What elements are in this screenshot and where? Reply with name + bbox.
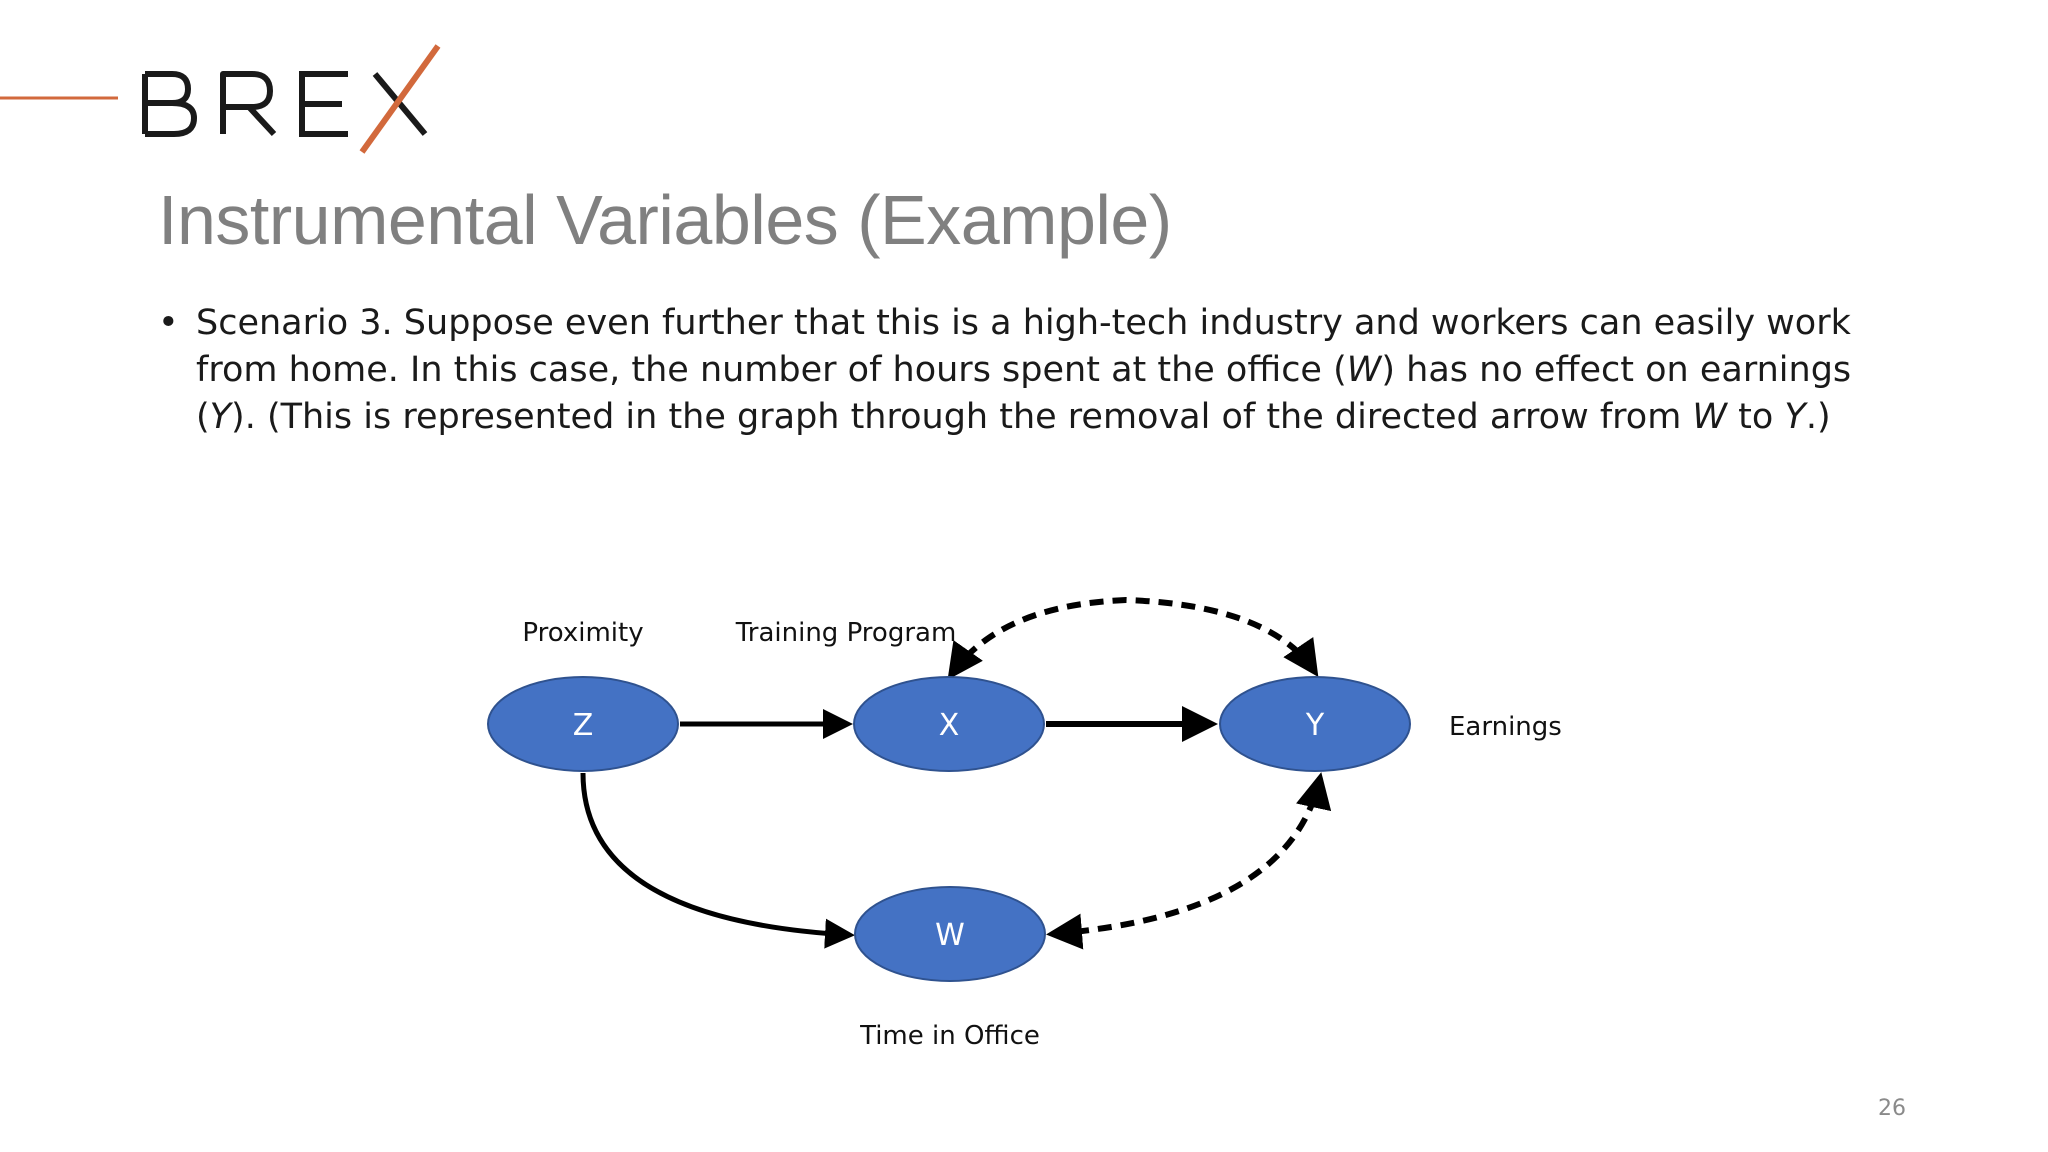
node-w-label: W [935, 918, 965, 953]
bullet-text-part: ). (This is represented in the graph thr… [231, 397, 1693, 437]
node-y-label: Y [1305, 708, 1325, 743]
variable-y: Y [1784, 397, 1806, 437]
bullet-text-part: Scenario 3. Suppose even further that th… [196, 303, 1851, 390]
variable-w: W [1346, 350, 1382, 390]
brex-logo [0, 44, 441, 154]
caption-training-program: Training Program [735, 618, 957, 648]
node-y: Y [1219, 676, 1411, 772]
variable-w: W [1692, 397, 1728, 437]
caption-proximity: Proximity [522, 618, 643, 648]
edge-x-y-dashed [947, 596, 1319, 680]
bullet-point: • Scenario 3. Suppose even further that … [158, 300, 1898, 441]
bullet-text-part: to [1727, 397, 1785, 437]
bullet-text: Scenario 3. Suppose even further that th… [196, 300, 1898, 441]
edge-z-w [580, 772, 855, 949]
bullet-text-part: .) [1805, 397, 1831, 437]
edge-w-y-dashed [1046, 772, 1332, 950]
node-z: Z [487, 676, 679, 772]
caption-time-in-office: Time in Office [859, 1021, 1040, 1051]
node-z-label: Z [573, 708, 594, 743]
node-x-label: X [939, 708, 960, 743]
variable-y: Y [209, 397, 232, 437]
node-w: W [854, 886, 1046, 982]
caption-earnings: Earnings [1449, 712, 1562, 742]
bullet-text-part: ) has no effect on earnings ( [196, 350, 1852, 437]
slide-title: Instrumental Variables (Example) [158, 181, 1172, 259]
bullet-marker: • [158, 303, 179, 343]
page-number: 26 [1878, 1096, 1906, 1121]
node-x: X [853, 676, 1045, 772]
